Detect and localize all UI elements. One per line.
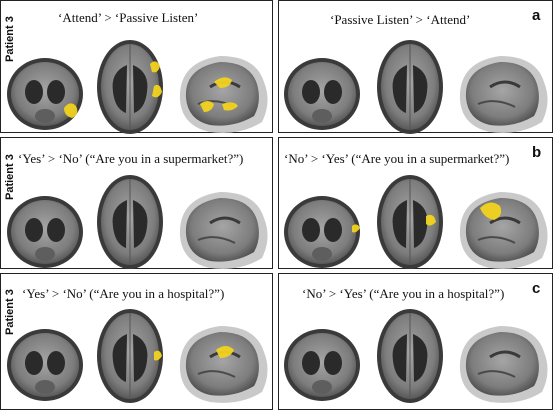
patient-label-c: Patient 3 <box>4 289 16 335</box>
coronal-slice-c-right <box>284 329 360 401</box>
panel-c-right-title: ‘No’ > ‘Yes’ (“Are you in a hospital?”) <box>302 286 505 301</box>
axial-slice-b-left <box>96 174 164 270</box>
panel-letter-c: c <box>532 280 541 297</box>
sagittal-slice-c-left <box>178 324 270 405</box>
panel-a-left-title: ‘Attend’ > ‘Passive Listen’ <box>58 10 199 25</box>
panel-c-left-title: ‘Yes’ > ‘No’ (“Are you in a hospital?”) <box>22 286 225 301</box>
panel-letter-b: b <box>532 144 542 161</box>
coronal-slice-b-right <box>284 196 360 268</box>
axial-slice-a-right <box>376 39 444 135</box>
sagittal-slice-a-right <box>458 54 550 135</box>
panel-letter-a: a <box>532 7 541 24</box>
coronal-slice-a-left <box>7 58 83 130</box>
patient-label-a: Patient 3 <box>4 16 16 62</box>
panel-b-left-title: ‘Yes’ > ‘No’ (“Are you in a supermarket?… <box>18 151 244 166</box>
coronal-slice-a-right <box>284 58 360 130</box>
sagittal-slice-b-right <box>458 190 550 271</box>
axial-slice-c-right <box>376 308 444 404</box>
coronal-slice-c-left <box>7 329 83 401</box>
patient-label-b: Patient 3 <box>4 154 16 200</box>
axial-slice-a-left <box>96 39 164 135</box>
axial-slice-c-left <box>96 308 164 404</box>
sagittal-slice-c-right <box>458 324 550 405</box>
activation-clusters <box>64 61 502 361</box>
panel-a-right-title: ‘Passive Listen’ > ‘Attend’ <box>330 12 471 27</box>
sagittal-slice-b-left <box>178 190 270 271</box>
sagittal-slice-a-left <box>178 54 270 135</box>
coronal-slice-b-left <box>7 196 83 268</box>
panel-b-right-title: ‘No’ > ‘Yes’ (“Are you in a supermarket?… <box>284 151 510 166</box>
